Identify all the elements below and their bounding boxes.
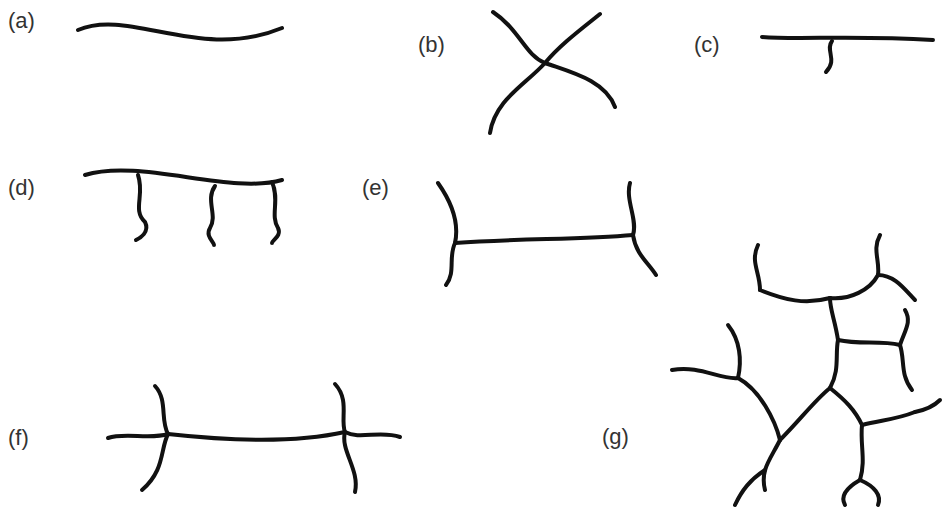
hyperbranched-polymer	[672, 235, 940, 505]
linear-chain	[78, 25, 282, 40]
branched-chain	[762, 37, 933, 72]
comb-polymer	[85, 170, 282, 245]
panel-letter: (f)	[8, 427, 29, 449]
panel-letter: (a)	[8, 10, 35, 32]
panel-letter: (c)	[694, 34, 720, 56]
panel-letter: (g)	[602, 426, 629, 448]
panel-letter: (b)	[418, 34, 445, 56]
panel-letter: (e)	[362, 177, 389, 199]
pom-pom-polymer	[108, 384, 400, 492]
h-shaped-polymer	[438, 183, 656, 285]
panel-letter: (d)	[8, 177, 35, 199]
star-polymer	[490, 12, 615, 133]
